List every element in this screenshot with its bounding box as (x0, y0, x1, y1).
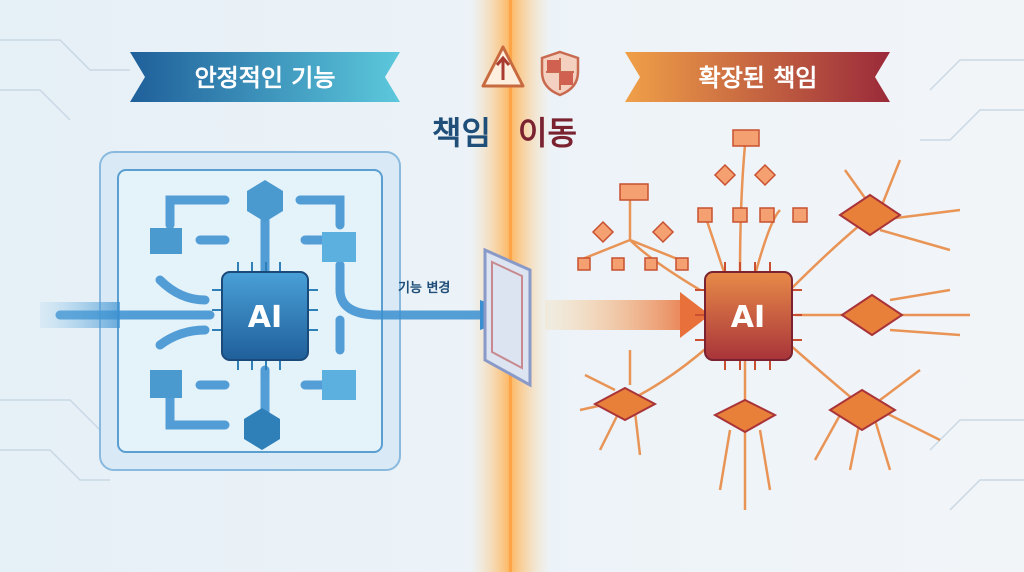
module-icon (150, 228, 182, 254)
ai-chip-left-label: AI (248, 300, 282, 335)
right-banner: 확장된 책임 (625, 52, 890, 102)
function-change-label: 기능 변경 (398, 280, 450, 296)
right-banner-title: 확장된 책임 (699, 64, 818, 92)
left-banner-title: 안정적인 기능 (195, 64, 336, 92)
cube-icon (244, 408, 280, 450)
center-title-part2: 이동 (518, 114, 577, 152)
stable-function-panel: AI 기능 변경 (40, 151, 522, 471)
left-banner: 안정적인 기능 (130, 52, 400, 102)
ai-chip-right: AI (695, 262, 802, 370)
warning-up-icon (481, 45, 525, 88)
center-title-part1: 책임 (432, 114, 491, 152)
ai-chip-left: AI (212, 262, 318, 370)
shield-icon (540, 50, 580, 97)
portal-frame (483, 247, 532, 388)
cube-icon (247, 180, 283, 222)
module-icon (150, 370, 182, 398)
sub-chips (592, 193, 904, 434)
decision-tree-nodes (577, 129, 808, 271)
ai-chip-right-label: AI (731, 300, 765, 335)
